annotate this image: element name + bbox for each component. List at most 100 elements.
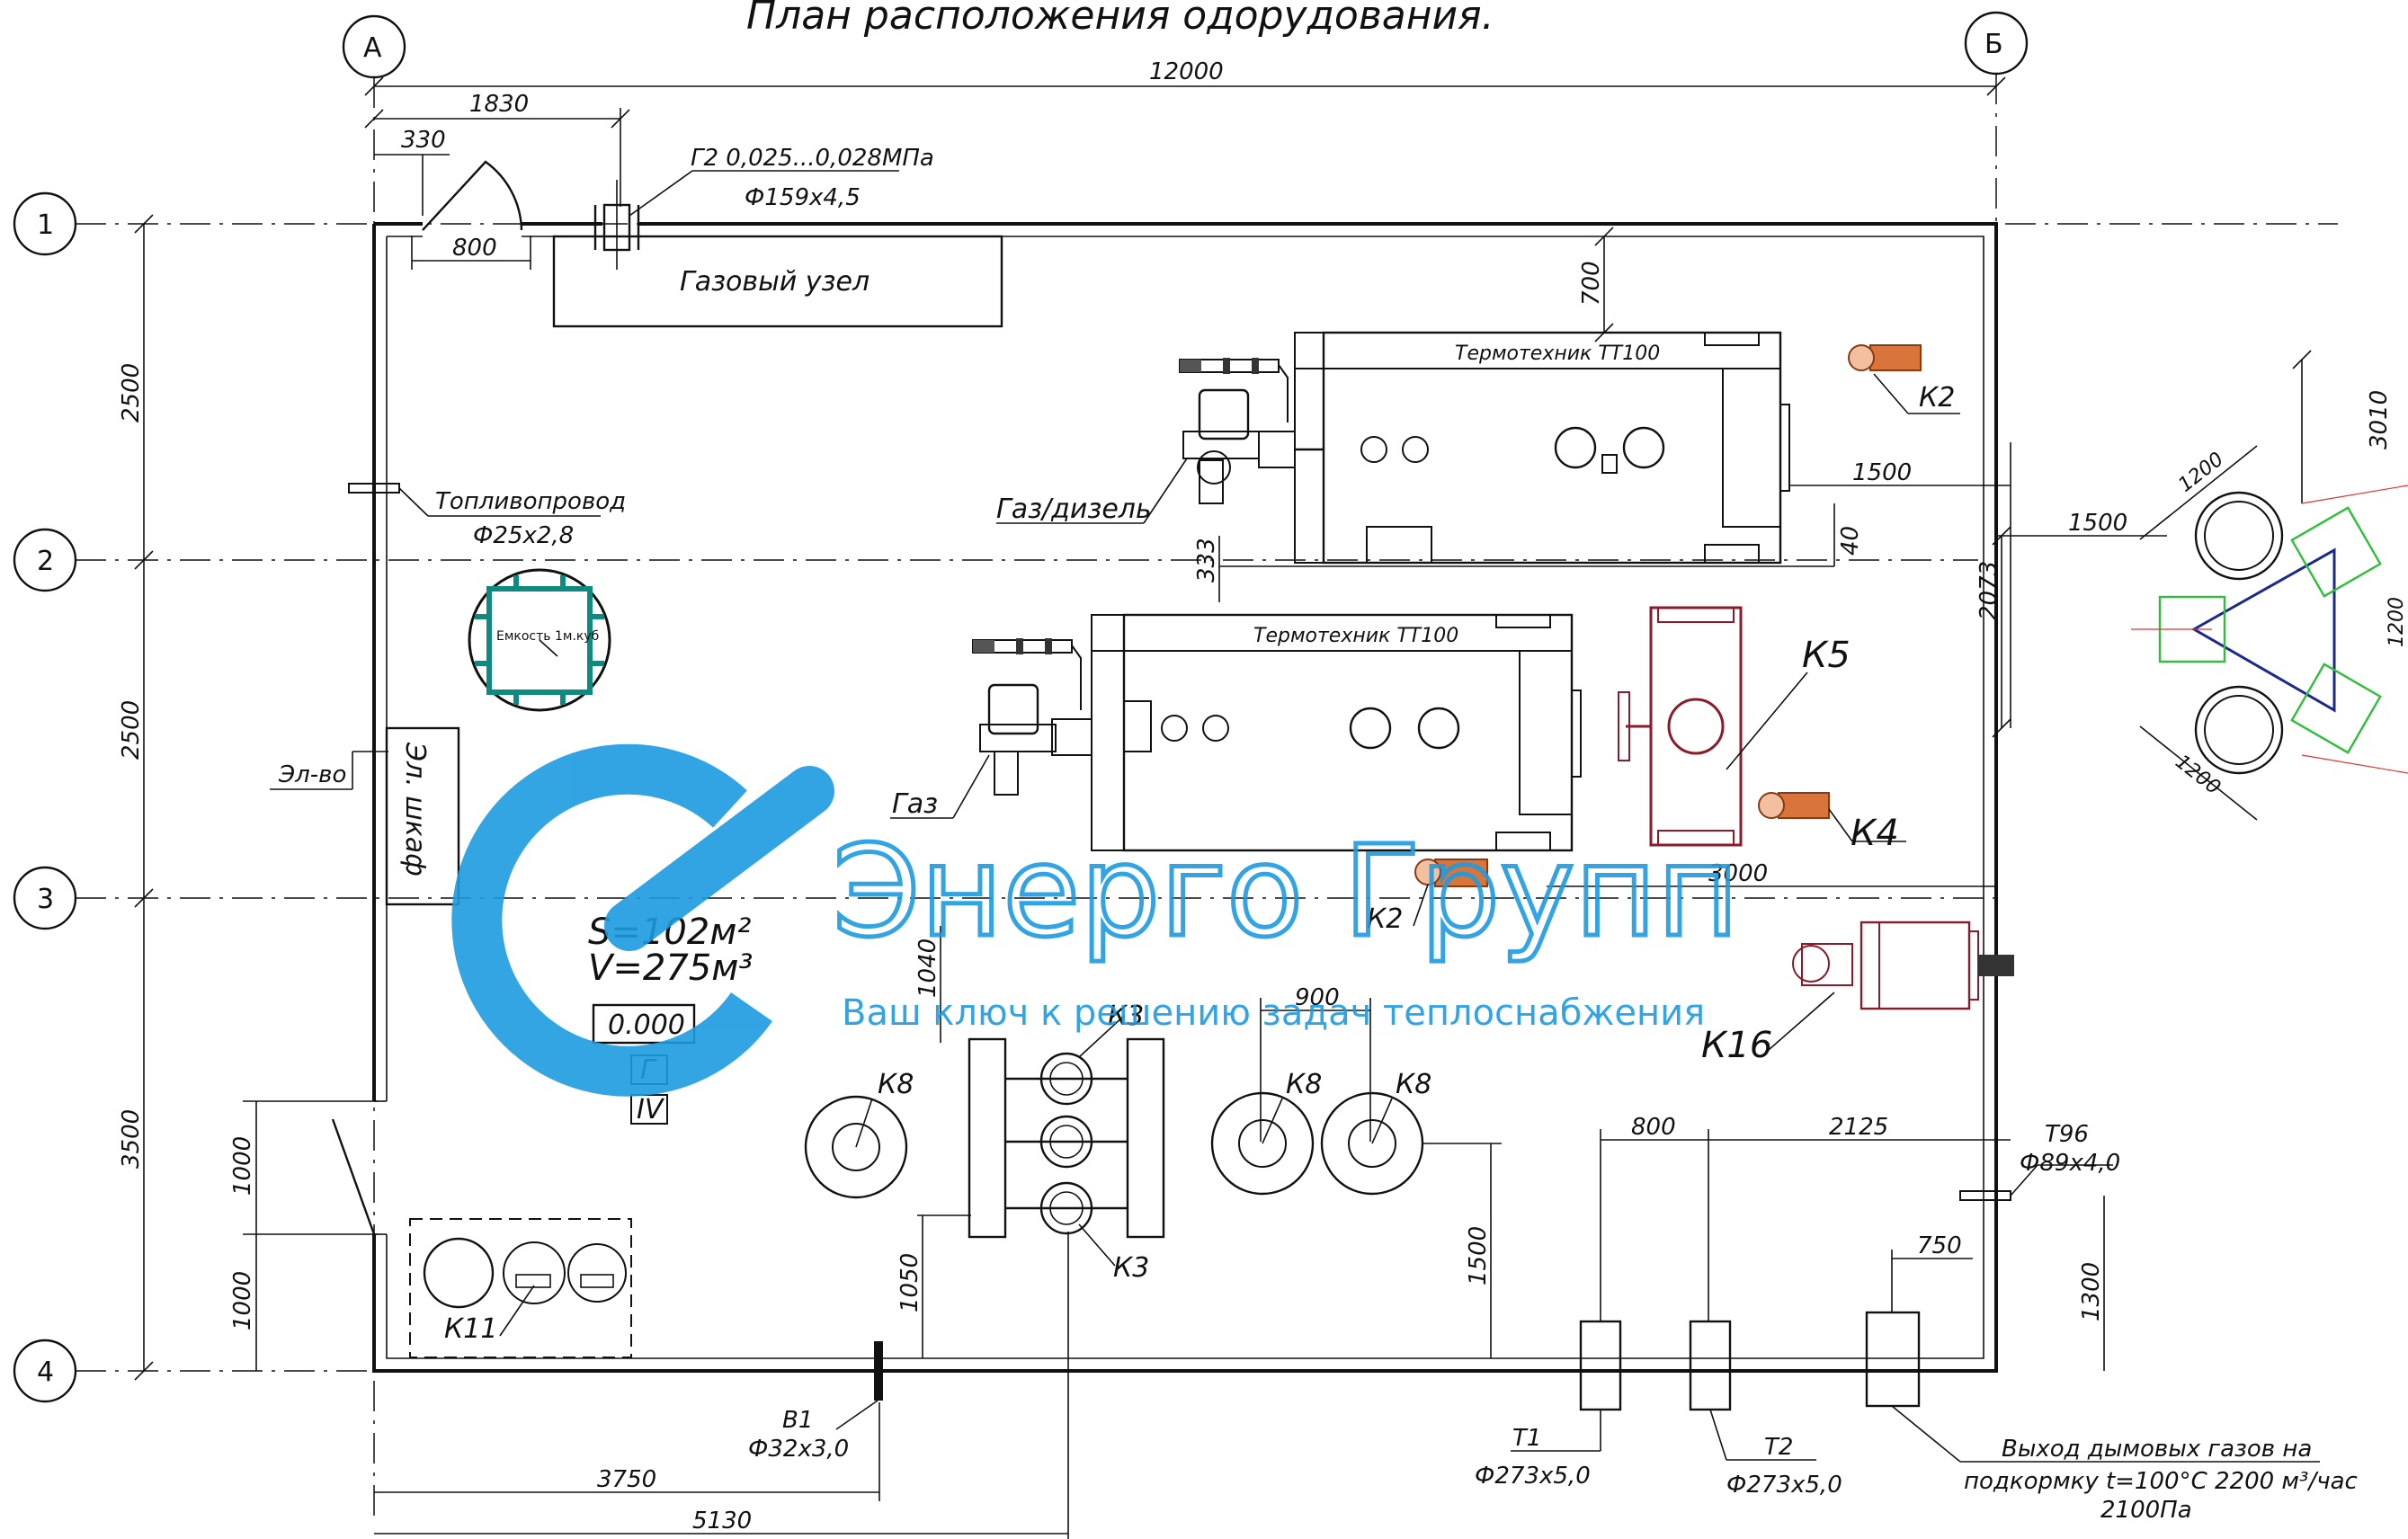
t1-pipe[interactable] (1511, 1320, 1622, 1452)
flue-outlet[interactable] (1865, 1311, 2320, 1463)
k8-c[interactable]: К8 (1320, 1069, 1502, 1196)
svg-text:Эл. шкаф: Эл. шкаф (399, 742, 431, 876)
svg-text:3750: 3750 (597, 1466, 656, 1493)
svg-text:800: 800 (1631, 1114, 1676, 1141)
b1-inlet[interactable] (835, 1341, 883, 1430)
fuel-tank[interactable]: Емкость 1м.куб (468, 568, 611, 712)
dim-800-bottom: 800 (1600, 1114, 1709, 1321)
svg-text:3000: 3000 (1708, 860, 1768, 887)
chimney-cluster[interactable]: 1200 1200 1200 (2139, 445, 2408, 821)
dim-1500-out: 1500 (1996, 510, 2167, 537)
svg-text:330: 330 (401, 127, 446, 154)
svg-text:900: 900 (1295, 984, 1340, 1011)
svg-text:3010: 3010 (2366, 390, 2393, 449)
dim-1500-boiler: 1500 (1789, 442, 2011, 728)
svg-text:IV: IV (637, 1094, 665, 1125)
dim-1300: 1300 (2078, 1196, 2105, 1371)
svg-text:333: 333 (1193, 538, 1220, 583)
svg-text:К16: К16 (1701, 1025, 1772, 1066)
t1-label: Т1 (1512, 1425, 1541, 1452)
svg-text:3: 3 (37, 884, 54, 915)
dim-3010: 3010 (2292, 350, 2393, 503)
svg-text:700: 700 (1578, 261, 1605, 306)
svg-text:4: 4 (37, 1357, 54, 1388)
axis-bubble-3: 3 (13, 866, 77, 930)
svg-text:3500: 3500 (118, 1109, 145, 1169)
gas-node[interactable]: Газовый узел (552, 235, 1003, 328)
chimney-supports (2131, 485, 2408, 774)
k5-unit[interactable]: К5 (1618, 606, 1851, 847)
boiler-bottom-label: Термотехник ТТ100 (1253, 625, 1458, 647)
dim-3750: 3750 (374, 1402, 880, 1501)
dim-1040: 1040 (914, 926, 941, 1043)
pump-k2-top[interactable]: К2 (1848, 344, 1960, 414)
t96-outlet[interactable] (1959, 1164, 2113, 1201)
fan-k16[interactable]: К16 (1701, 921, 2014, 1066)
boiler-bottom[interactable]: Термотехник ТТ100 (1091, 613, 1582, 852)
k3-bottom-label: К3 (1113, 1252, 1149, 1284)
level-box: 0.000 (592, 1003, 696, 1045)
t2-pipe[interactable] (1689, 1320, 1816, 1461)
pump-k2-mid[interactable]: К2 (1367, 858, 1488, 935)
dim-333: 333 (1193, 536, 1834, 602)
dim-1830: 1830 (364, 91, 630, 207)
svg-text:2125: 2125 (1829, 1114, 1888, 1141)
fuel-line-flange[interactable] (348, 483, 601, 517)
dim-left-column: 2500 2500 3500 (118, 214, 154, 1381)
svg-text:1: 1 (37, 209, 54, 241)
burner-bottom[interactable] (972, 638, 1093, 796)
axis-bubble-4: 4 (13, 1339, 77, 1403)
svg-text:К2: К2 (1367, 903, 1403, 935)
svg-text:0.000: 0.000 (608, 1010, 685, 1041)
svg-text:5130: 5130 (692, 1508, 752, 1535)
t2-pipe-label: Ф273х5,0 (1726, 1472, 1842, 1499)
svg-text:К8: К8 (878, 1069, 914, 1100)
svg-text:Емкость 1м.куб: Емкость 1м.куб (496, 629, 599, 644)
dim-330: 330 (374, 127, 450, 216)
k3-manifold[interactable] (968, 1015, 1165, 1267)
svg-text:1500: 1500 (1465, 1226, 1492, 1285)
electric-feed: Эл-во (270, 751, 388, 790)
dim-1500-k8: 1500 (1465, 1143, 1492, 1358)
pump-k4[interactable]: К4 (1758, 792, 1906, 854)
svg-text:12000: 12000 (1149, 58, 1224, 85)
dim-900: 900 (1260, 984, 1371, 1142)
gas-pipe-label: Ф159х4,5 (745, 184, 861, 211)
watermark-brand: Энерго Групп (833, 819, 1739, 965)
k8-a[interactable]: К8 (804, 1069, 914, 1199)
svg-text:40: 40 (1837, 526, 1864, 556)
boiler-top-label: Термотехник ТТ100 (1455, 342, 1660, 365)
svg-text:800: 800 (452, 235, 497, 262)
burner-bottom-callout: Газ (890, 754, 990, 820)
energo-group-watermark: Энерго Групп Ваш ключ к решению задач те… (451, 743, 1742, 1097)
svg-text:2500: 2500 (118, 700, 145, 760)
dim-800-door: 800 (411, 235, 531, 270)
electrical-cabinet[interactable]: Эл. шкаф (385, 726, 460, 906)
svg-text:1200: 1200 (2171, 751, 2225, 799)
b1-label: В1 (782, 1407, 813, 1434)
svg-text:1300: 1300 (2078, 1262, 2105, 1321)
axis-bubble-1: 1 (13, 191, 77, 256)
t96-pipe-label: Ф89х4,0 (2020, 1150, 2120, 1177)
dim-total-width: 12000 (364, 58, 2006, 96)
gas-inlet-flange[interactable] (593, 170, 899, 270)
svg-text:1000: 1000 (229, 1136, 256, 1196)
category-iv-box: IV (630, 1094, 668, 1125)
svg-text:Газ/дизель: Газ/дизель (996, 494, 1152, 525)
dim-5130: 5130 (374, 1232, 1069, 1539)
exhaust-line-2: подкормку t=100°C 2200 м³/час (1964, 1468, 2358, 1495)
burner-top[interactable] (1179, 358, 1324, 504)
plan-title: План расположения одорудования. (746, 0, 1494, 39)
svg-text:1200: 1200 (2386, 597, 2408, 647)
svg-text:Газовый узел: Газовый узел (680, 266, 870, 298)
k3-top-label: К3 (1108, 1001, 1144, 1032)
svg-text:К8: К8 (1286, 1069, 1322, 1100)
svg-text:1050: 1050 (896, 1253, 923, 1312)
k11-unit[interactable]: К11 (409, 1218, 632, 1358)
t96-label: Т96 (2045, 1121, 2089, 1148)
dim-3000: 3000 (1547, 860, 1996, 887)
svg-text:Б: Б (1984, 29, 2003, 60)
boiler-top[interactable]: Термотехник ТТ100 (1294, 331, 1790, 565)
k8-b[interactable]: К8 (1210, 1069, 1322, 1196)
